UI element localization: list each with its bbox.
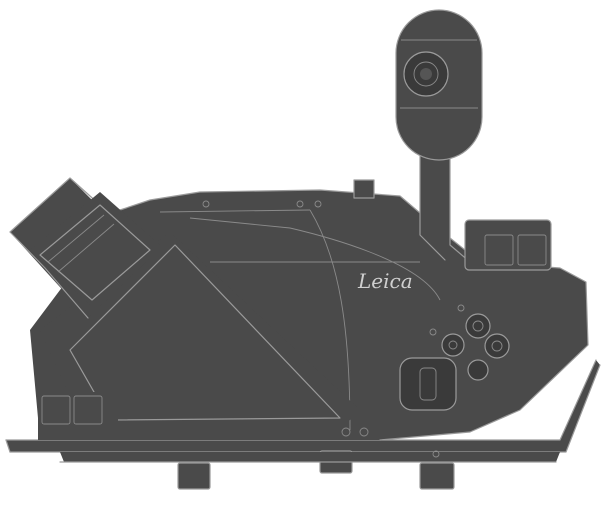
foot-left — [177, 462, 211, 490]
lens-icon — [403, 51, 449, 97]
side-module — [464, 219, 552, 271]
camera-head — [395, 9, 483, 161]
button-icon[interactable] — [467, 359, 489, 381]
knob-icon[interactable] — [484, 333, 510, 359]
slot-button[interactable] — [399, 357, 457, 411]
knob-icon[interactable] — [465, 313, 491, 339]
control-panel — [399, 304, 510, 411]
screws — [202, 200, 440, 458]
brand-logo: Leica — [357, 269, 413, 293]
top-knob — [353, 179, 375, 199]
foot-right — [419, 462, 455, 490]
knob-icon[interactable] — [441, 333, 465, 357]
lower-left-ports — [38, 392, 118, 440]
camera-mast — [419, 149, 471, 263]
eyepiece-assembly — [9, 177, 160, 319]
